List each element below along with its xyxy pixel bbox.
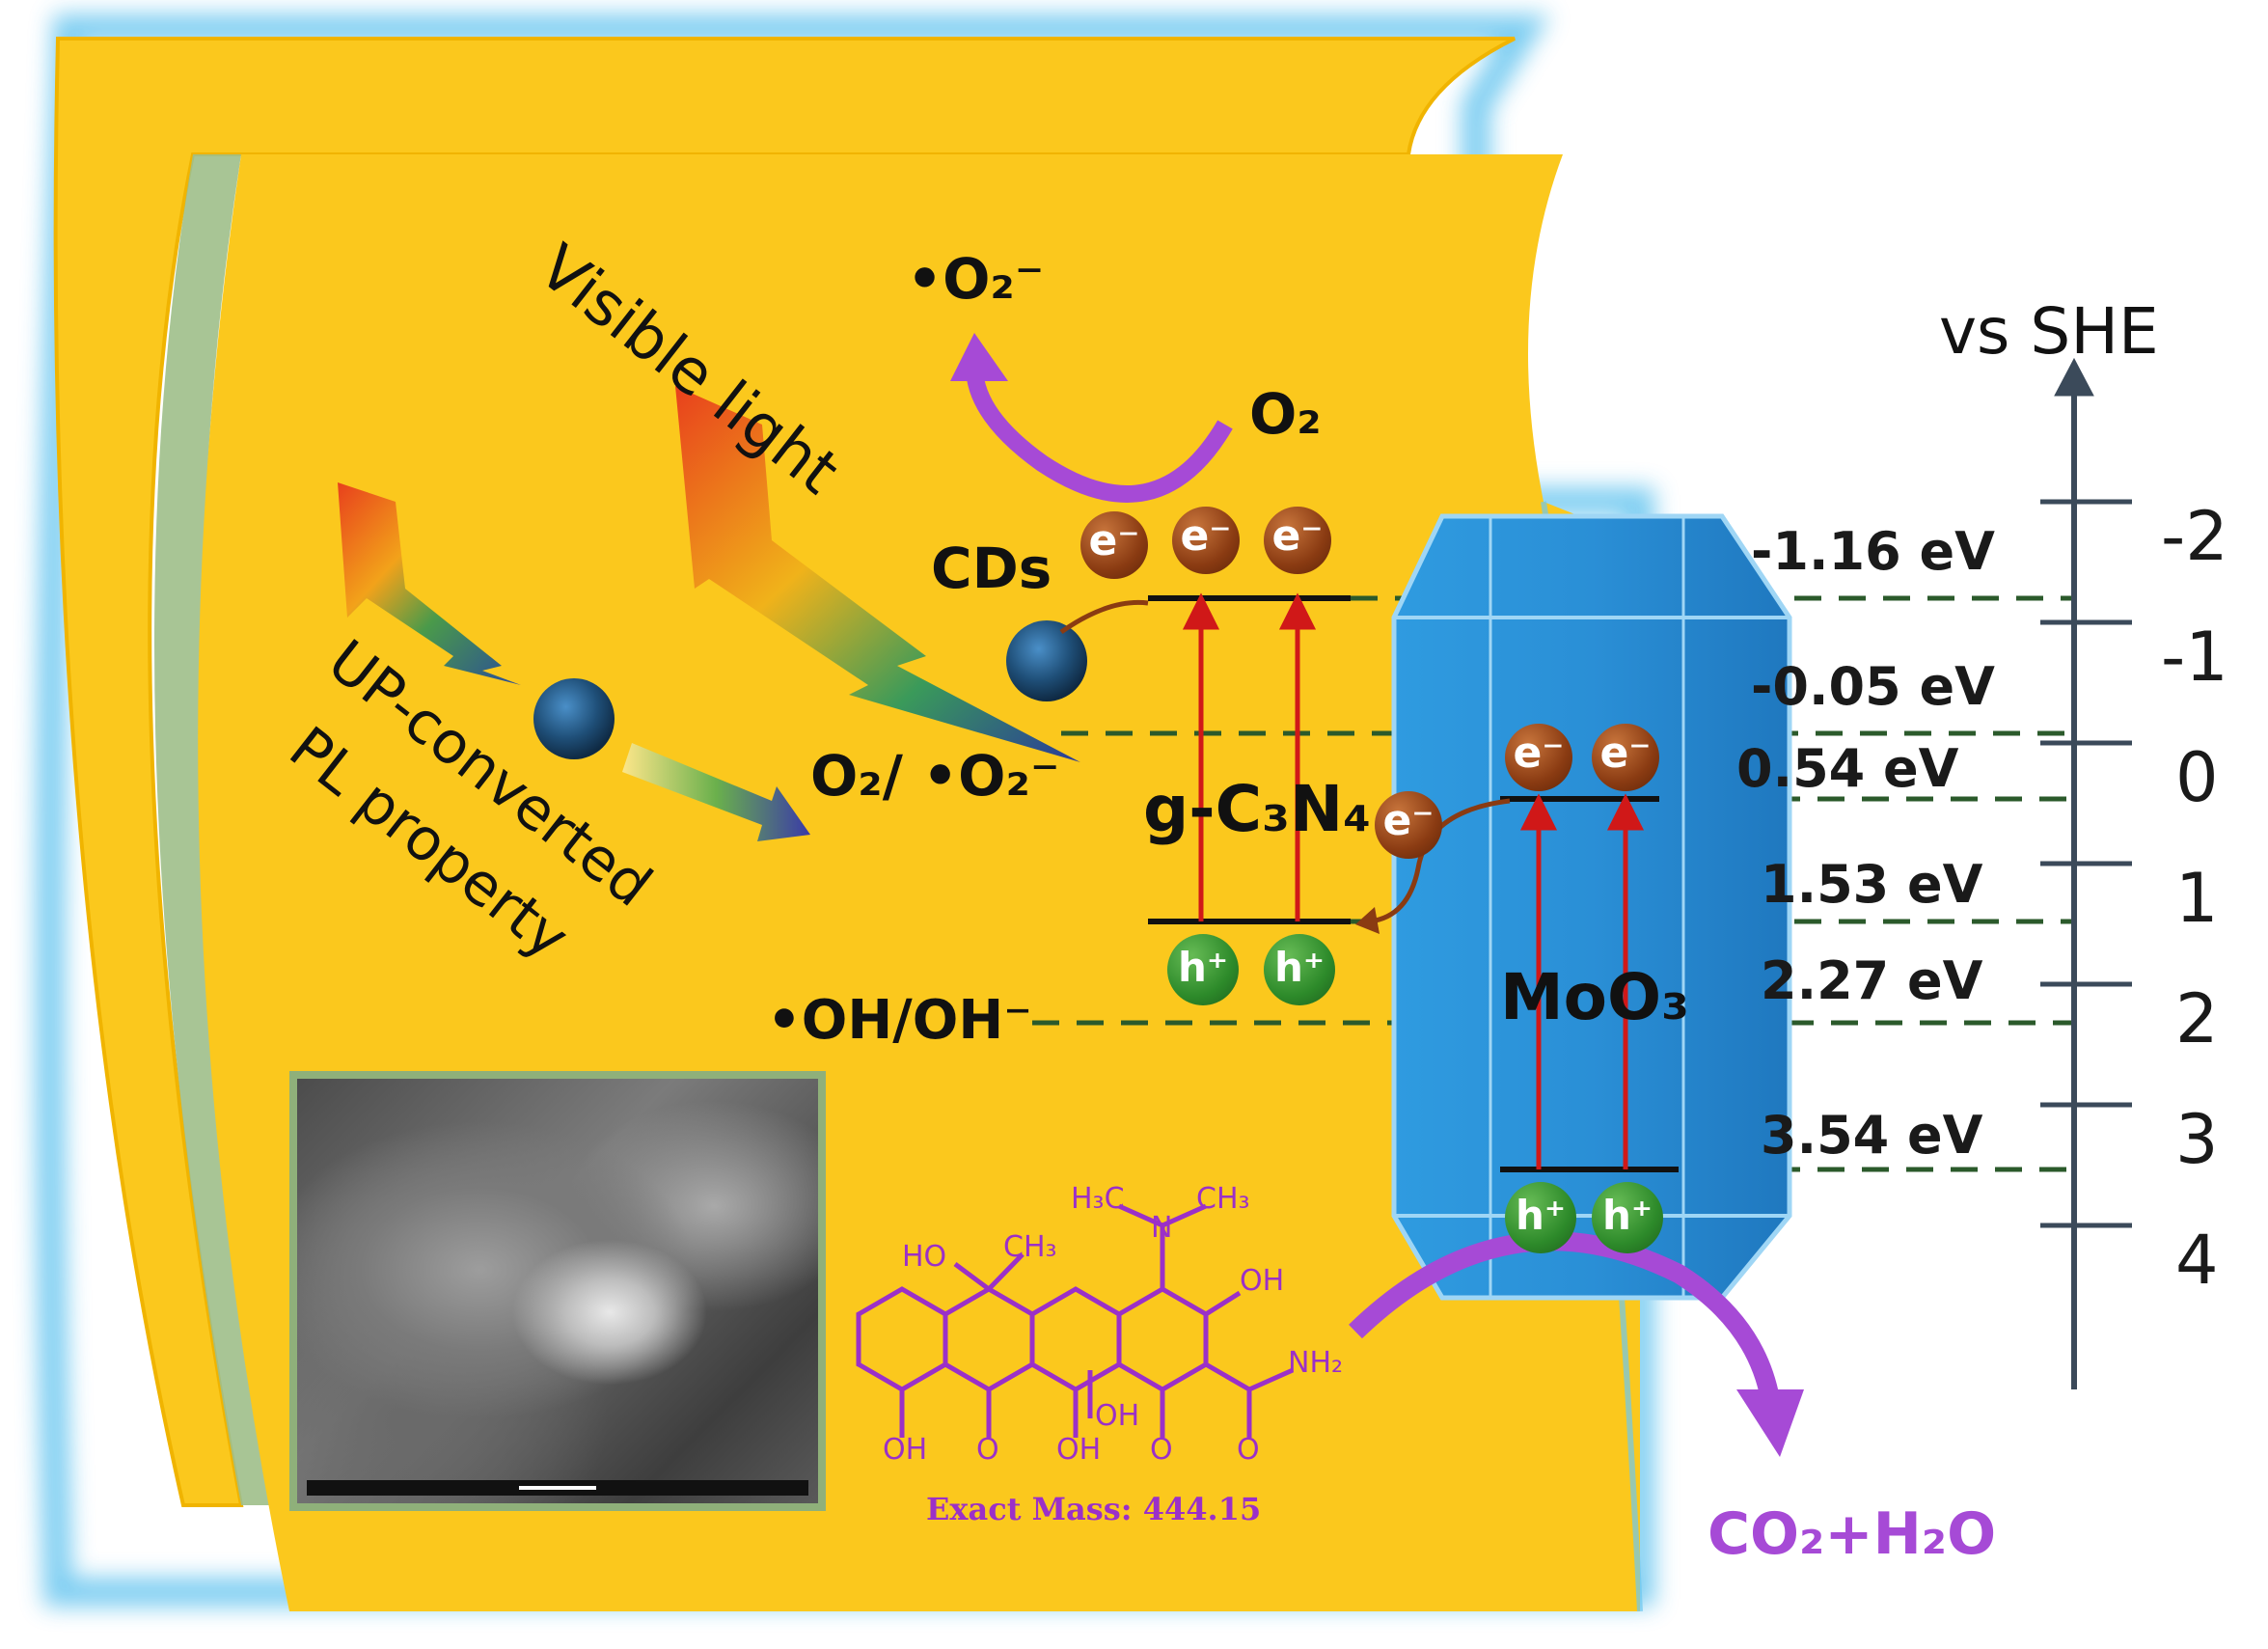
- mol-oh-mid: OH: [1056, 1433, 1102, 1467]
- electron-cds-2: e⁻: [1172, 507, 1240, 574]
- axis-tick--2: -2: [2161, 497, 2228, 576]
- cd-particle-small: [533, 678, 615, 759]
- moo3-crystal: [1391, 513, 1792, 1301]
- mol-oh-top: OH: [1240, 1264, 1285, 1298]
- superoxide-arrow: [966, 366, 1233, 503]
- moo3-label: MoO₃: [1500, 960, 1690, 1034]
- hole-gc3n4-2: h⁺: [1264, 934, 1335, 1005]
- electron-moo3-2: e⁻: [1592, 724, 1659, 791]
- electron-cds-3: e⁻: [1264, 507, 1331, 574]
- axis-tick-1: 1: [2175, 859, 2219, 938]
- mol-n: N: [1151, 1211, 1173, 1245]
- mol-ch3-right: CH₃: [1196, 1182, 1250, 1216]
- superoxide-arrowhead: [950, 333, 1008, 381]
- axis-tick-3: 3: [2175, 1100, 2219, 1179]
- energy-label-cds: -1.16 eV: [1751, 521, 1995, 582]
- axis-tick-2: 2: [2175, 979, 2219, 1058]
- o2-couple-label: O₂/ •O₂⁻: [810, 743, 1060, 809]
- axis-tick-0: 0: [2175, 738, 2219, 817]
- hole-moo3-1: h⁺: [1505, 1182, 1576, 1253]
- products-label: CO₂+H₂O: [1708, 1500, 1997, 1568]
- mol-nh2: NH₂: [1288, 1346, 1344, 1380]
- pl-emission-arrow: [622, 743, 810, 841]
- gc3n4-excitation-arrows: [1182, 592, 1317, 921]
- energy-label-gc3n4-vb: 1.53 eV: [1761, 854, 1983, 915]
- mol-o3: O: [1237, 1433, 1260, 1467]
- oh-couple-label: •OH/OH⁻: [767, 989, 1032, 1052]
- degradation-arrowhead: [1736, 1389, 1804, 1457]
- moo3-to-gc3n4-arrowhead: [1355, 907, 1380, 934]
- mol-ch3-left: CH₃: [1003, 1230, 1057, 1264]
- mol-o1: O: [976, 1433, 999, 1467]
- o2-label: O₂: [1249, 381, 1322, 447]
- she-axis: [2040, 357, 2132, 1389]
- axis-title: vs SHE: [1939, 294, 2159, 369]
- mol-h3c: H₃C: [1071, 1182, 1125, 1216]
- moo3-excitation-arrows: [1519, 793, 1645, 1169]
- energy-label-moo3-vb: 3.54 eV: [1761, 1105, 1983, 1166]
- electron-moo3-1: e⁻: [1505, 724, 1572, 791]
- mol-ho: HO: [902, 1240, 947, 1274]
- energy-label-o2: -0.05 eV: [1751, 656, 1995, 717]
- hole-moo3-2: h⁺: [1592, 1182, 1663, 1253]
- mol-o2: O: [1150, 1433, 1173, 1467]
- hole-gc3n4-1: h⁺: [1167, 934, 1239, 1005]
- visible-light-bolt: [675, 386, 1080, 762]
- sem-scale-bar: [519, 1486, 596, 1490]
- up-converted-bolt: [338, 482, 521, 685]
- gc3n4-label: g-C₃N₄: [1143, 772, 1372, 846]
- exact-mass-label: Exact Mass: 444.15: [926, 1491, 1262, 1527]
- back-band: [53, 37, 1516, 1507]
- moo3-to-gc3n4-arrow: [1369, 798, 1511, 924]
- superoxide-label: •O₂⁻: [907, 246, 1045, 312]
- energy-label-oh: 2.27 eV: [1761, 950, 1983, 1011]
- degradation-arrow: [1349, 1231, 1780, 1401]
- cd-particle-main: [1006, 620, 1087, 701]
- band-edge: [154, 154, 280, 1505]
- cds-label: CDs: [931, 536, 1052, 601]
- mol-oh-center: OH: [1095, 1399, 1140, 1433]
- electron-transfer: e⁻: [1375, 791, 1442, 859]
- axis-tick-4: 4: [2175, 1221, 2219, 1300]
- cd-electron-transfer-arrow: [1059, 599, 1149, 635]
- energy-label-moo3-cb: 0.54 eV: [1736, 738, 1959, 799]
- sem-micrograph-image: [289, 1071, 826, 1511]
- tetracycline-structure: [856, 1203, 1295, 1438]
- axis-tick--1: -1: [2161, 618, 2228, 697]
- electron-cds-1: e⁻: [1080, 511, 1148, 579]
- mol-oh-bottom-left: OH: [883, 1433, 928, 1467]
